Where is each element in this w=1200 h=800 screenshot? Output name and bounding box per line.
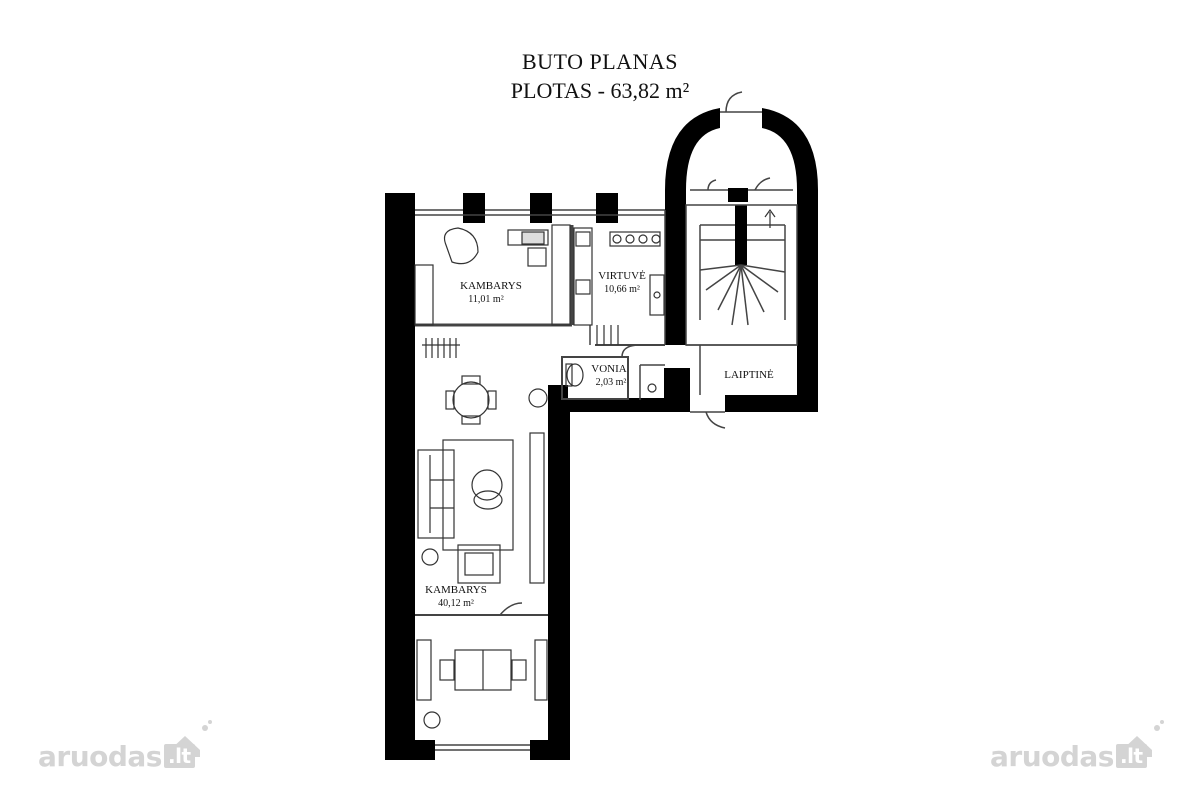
watermark-brand: aruodas	[38, 740, 162, 773]
room-area: 10,66 m²	[604, 284, 640, 295]
room-area: 40,12 m²	[438, 598, 474, 609]
room-area: 2,03 m²	[596, 377, 627, 388]
radiator-icon	[422, 338, 460, 358]
watermark-tld: .lt	[163, 744, 195, 768]
plan-title: BUTO PLANAS	[521, 49, 679, 74]
plant-icon	[528, 388, 548, 408]
furniture	[414, 208, 776, 729]
wall-bath-bottom	[548, 398, 688, 412]
room-name: KAMBARYS	[425, 584, 487, 596]
room-name: VONIA	[591, 363, 626, 375]
wall-pier	[415, 740, 435, 760]
wall-left	[385, 193, 415, 760]
watermark-tld: .lt	[1115, 744, 1147, 768]
tower-wall-bottom	[725, 395, 818, 412]
wall-pier	[530, 193, 552, 223]
plant-icon	[421, 548, 439, 566]
plan-area: PLOTAS - 63,82 m²	[510, 78, 690, 103]
room-name: LAIPTINĖ	[724, 369, 774, 381]
watermark-right: aruodas.lt	[990, 740, 1147, 773]
coffee-table-icon	[471, 469, 503, 501]
room-area: 11,01 m²	[468, 294, 503, 305]
room-labels: KAMBARYS 11,01 m² VIRTUVĖ 10,66 m² VONIA…	[425, 270, 774, 609]
wall-pier	[463, 193, 485, 223]
sofa-icon	[417, 449, 455, 539]
tower-wall-left	[665, 108, 720, 345]
room-name: KAMBARYS	[460, 280, 522, 292]
plant-icon	[423, 711, 441, 729]
stair-core	[735, 205, 747, 265]
watermark-left: aruodas.lt	[38, 740, 195, 773]
dining-table-icon	[452, 381, 490, 419]
room-name: VIRTUVĖ	[598, 270, 646, 282]
armchair-icon	[443, 227, 479, 265]
wall-bath-right	[664, 368, 690, 412]
wall-right-lower	[548, 410, 570, 760]
stair-arrow-icon	[764, 208, 776, 228]
armchair-icon	[457, 544, 501, 584]
tower-inner-pier	[728, 188, 748, 202]
wall-pier	[596, 193, 618, 223]
walls	[385, 108, 818, 760]
watermark-brand: aruodas	[990, 740, 1114, 773]
tower-wall-right	[762, 108, 818, 410]
interior-lines	[415, 91, 798, 751]
wall-pier	[530, 740, 548, 760]
